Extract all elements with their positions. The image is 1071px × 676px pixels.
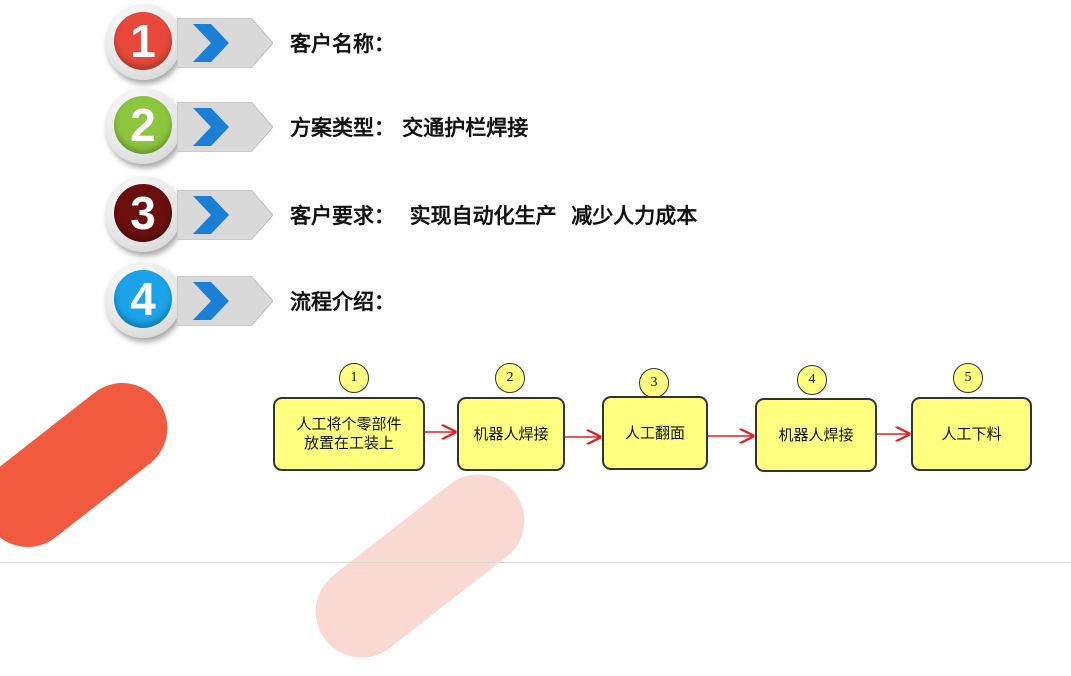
number-badge: 2 bbox=[105, 88, 181, 164]
row-label: 客户要求： 实现自动化生产 减少人力成本 bbox=[290, 204, 698, 228]
flow-step-1: 人工将个零部件 放置在工装上 bbox=[273, 397, 425, 471]
decorative-pink-pill bbox=[297, 455, 543, 676]
step-number-5: 5 bbox=[953, 363, 983, 393]
flow-step-2: 机器人焊接 bbox=[457, 397, 565, 471]
chevron-right-icon bbox=[177, 190, 273, 240]
number-badge: 3 bbox=[105, 176, 181, 252]
step-number-3: 3 bbox=[639, 368, 669, 398]
number-badge: 4 bbox=[105, 262, 181, 338]
info-row-4: 4 流程介绍： bbox=[105, 262, 805, 342]
badge-number: 4 bbox=[130, 273, 156, 325]
chevron-right-icon bbox=[177, 102, 273, 152]
row-label: 流程介绍： bbox=[290, 290, 395, 314]
badge-number: 1 bbox=[130, 15, 156, 67]
flow-step-line1: 机器人焊接 bbox=[473, 424, 549, 443]
decorative-red-pill bbox=[0, 364, 186, 566]
flow-step-text: 人工将个零部件 放置在工装上 bbox=[296, 415, 401, 453]
info-row-2: 2 方案类型： 交通护栏焊接 bbox=[105, 88, 805, 168]
row-label: 客户名称： bbox=[290, 32, 395, 56]
info-row-1: 1 客户名称： bbox=[105, 4, 805, 84]
flow-step-3: 人工翻面 bbox=[602, 396, 708, 470]
chevron-right-icon bbox=[177, 276, 273, 326]
number-badge-inner: 1 bbox=[114, 12, 172, 70]
flow-step-line1: 人工将个零部件 bbox=[296, 415, 402, 433]
info-row-3: 3 客户要求： 实现自动化生产 减少人力成本 bbox=[105, 176, 805, 256]
number-badge-inner: 3 bbox=[114, 184, 172, 242]
flow-step-5: 人工下料 bbox=[911, 397, 1032, 471]
step-number-1: 1 bbox=[339, 363, 369, 393]
step-number-2: 2 bbox=[495, 363, 525, 393]
badge-number: 2 bbox=[130, 99, 156, 151]
number-badge: 1 bbox=[105, 4, 181, 80]
badge-number: 3 bbox=[130, 187, 156, 239]
flow-step-line1: 人工翻面 bbox=[624, 423, 685, 442]
row-label: 方案类型： 交通护栏焊接 bbox=[290, 116, 529, 140]
flow-step-line1: 机器人焊接 bbox=[778, 425, 854, 444]
flow-step-line1: 人工下料 bbox=[941, 424, 1002, 443]
flow-step-line2: 放置在工装上 bbox=[303, 434, 394, 452]
bottom-divider bbox=[0, 562, 1071, 563]
number-badge-inner: 2 bbox=[114, 96, 172, 154]
number-badge-inner: 4 bbox=[114, 270, 172, 328]
step-number-4: 4 bbox=[797, 365, 827, 395]
flow-step-4: 机器人焊接 bbox=[755, 398, 877, 472]
chevron-right-icon bbox=[177, 18, 273, 68]
